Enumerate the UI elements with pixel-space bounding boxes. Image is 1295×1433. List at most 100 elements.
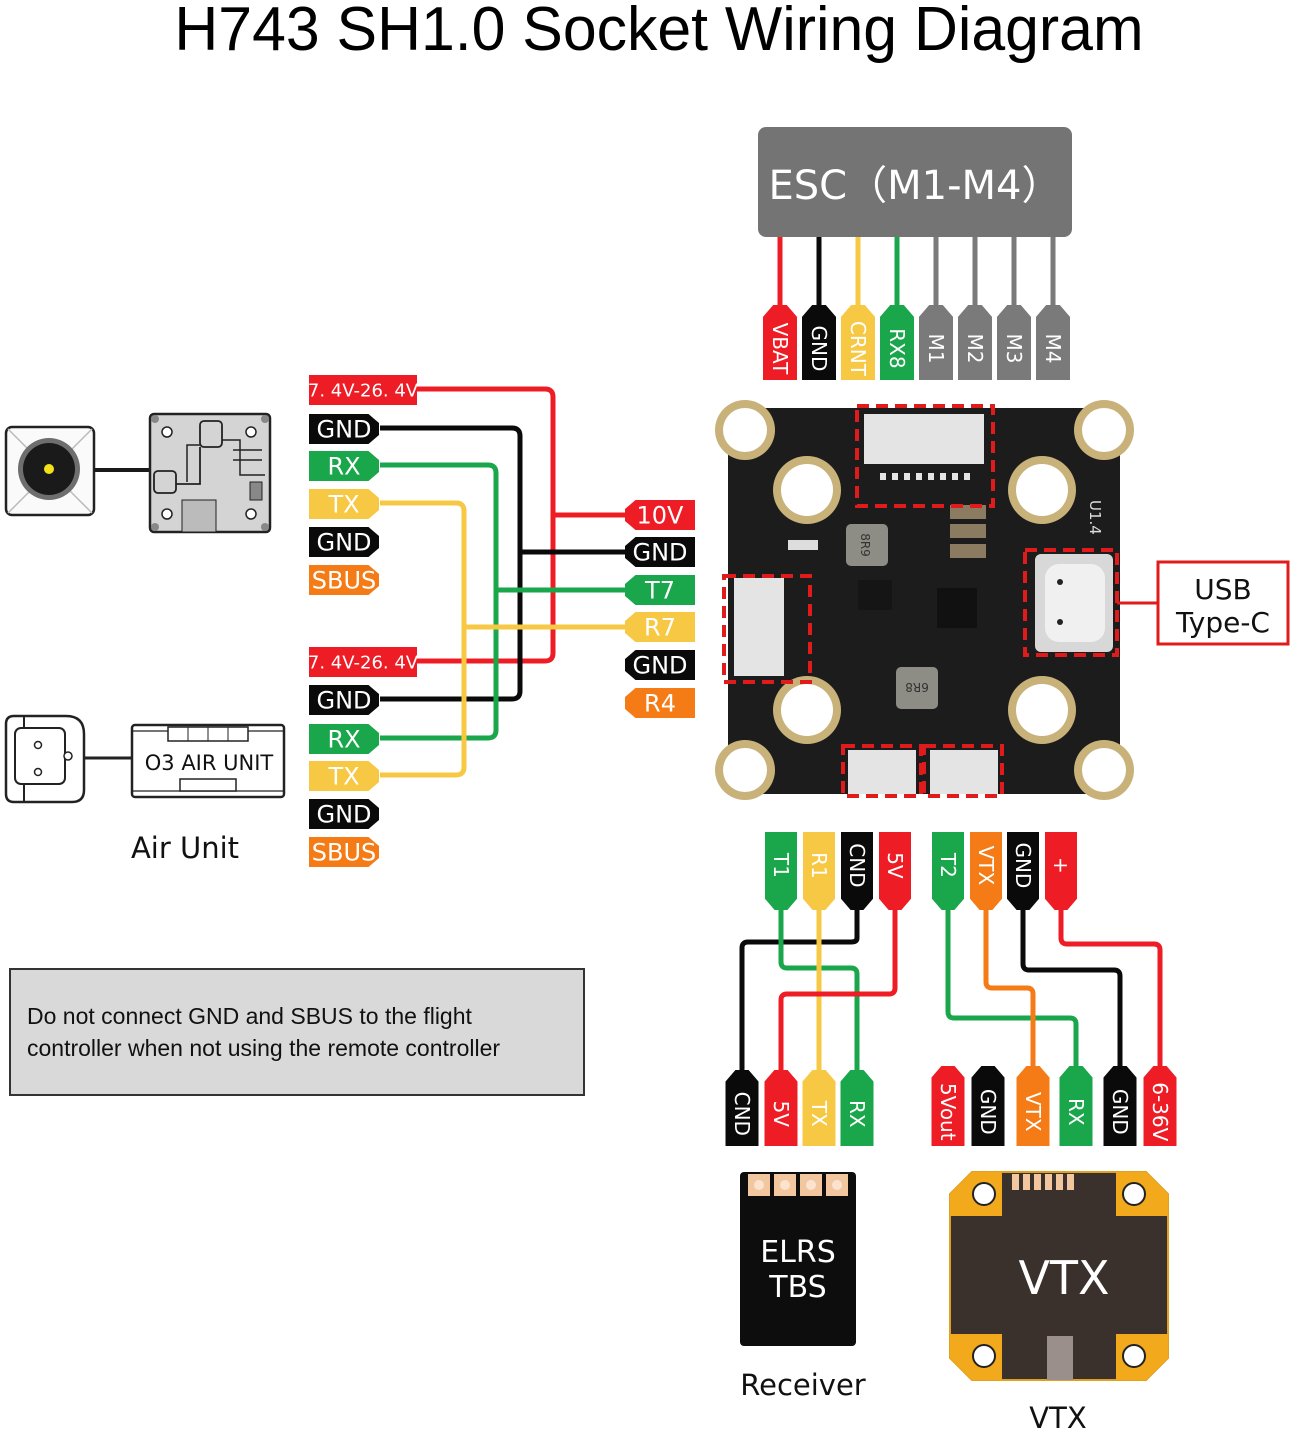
receiver-device-icon: ELRS TBS xyxy=(740,1172,856,1346)
vtx-pin-tag-3: RX xyxy=(1059,1066,1093,1146)
air-unit-pin-tag-5: SBUS xyxy=(309,837,379,867)
fc-socket-pin-tag-r7-label: R7 xyxy=(644,614,676,642)
fc-socket-pin-tag-gnd: GND xyxy=(625,650,695,680)
receiver-pin-tag-1: 5V xyxy=(764,1070,798,1146)
air-unit-pin-tag-0: 7. 4V-26. 4V xyxy=(308,647,419,677)
camera-unit-pin-tag-5-label: SBUS xyxy=(312,567,377,595)
esc-pin-tag-m4-label: M4 xyxy=(1041,333,1065,363)
esc-pin-tag-rx8-label: RX8 xyxy=(885,328,909,368)
esc-pin-tag-m2: M2 xyxy=(958,305,992,380)
vtx-device-label: VTX xyxy=(1018,1251,1109,1305)
wire-vtx-gnd xyxy=(1020,908,1123,1075)
mounting-pad-corner-tr xyxy=(1074,400,1134,460)
receiver-device-line2: TBS xyxy=(768,1270,826,1305)
camera-unit-pin-tag-0: 7. 4V-26. 4V xyxy=(308,375,419,405)
esc-socket-highlight xyxy=(855,404,995,508)
wire-air-power xyxy=(415,515,556,664)
esc-pin-tag-m3-label: M3 xyxy=(1002,333,1026,363)
warning-note-line1: Do not connect GND and SBUS to the fligh… xyxy=(27,1003,472,1029)
receiver-pin-tag-0: CND xyxy=(725,1070,759,1146)
air-unit-pin-tag-3-label: TX xyxy=(327,763,359,791)
warning-note-line2: controller when not using the remote con… xyxy=(27,1035,501,1061)
wire-vtx-power xyxy=(1058,908,1163,1075)
vtx-pin-tag-5: 6-36V xyxy=(1143,1066,1177,1146)
mcu-chip xyxy=(937,588,977,628)
esc-box xyxy=(758,127,1072,237)
receiver-socket-pin-tag-2: CND xyxy=(841,832,873,910)
mounting-pad-corner-bl xyxy=(715,740,775,800)
receiver-pin-tag-0-label: CND xyxy=(730,1092,754,1136)
vtx-socket-pin-tag-3-label: + xyxy=(1049,857,1073,874)
vtx-socket-pin-tag-3: + xyxy=(1045,832,1077,910)
wire-top-power xyxy=(415,386,640,518)
esc-pin-tag-gnd-label: GND xyxy=(807,326,831,372)
camera-unit-pin-tag-1: GND xyxy=(309,414,379,444)
fc-socket-pin-tag-10v: 10V xyxy=(625,500,695,530)
digital-vtx-module-icon xyxy=(148,412,272,534)
camera-unit-pin-tag-2: RX xyxy=(309,451,379,481)
wire-top-tx xyxy=(380,500,640,630)
wire-top-rx xyxy=(380,462,640,593)
mounting-hole-bl xyxy=(773,676,841,744)
inductor-1-label: 8R9 xyxy=(858,533,872,557)
camera-unit-pin-tag-3: TX xyxy=(309,489,379,519)
air-unit-pin-tag-0-label: 7. 4V-26. 4V xyxy=(308,652,419,673)
camera-unit-pin-tag-4: GND xyxy=(309,527,379,557)
air-unit-pin-tag-5-label: SBUS xyxy=(312,839,377,867)
air-unit-pin-tag-4-label: GND xyxy=(316,801,371,829)
vtx-pin-tag-0-label: 5Vout xyxy=(936,1083,960,1141)
camera-unit-pin-tag-4-label: GND xyxy=(316,529,371,557)
receiver-pin-tag-2: TX xyxy=(802,1070,836,1146)
vtx-pin-tag-1: GND xyxy=(971,1066,1005,1146)
mounting-pad-corner-tl xyxy=(715,400,775,460)
inductor-2-label: 6R8 xyxy=(905,680,929,694)
fc-socket-pin-tag-r7: R7 xyxy=(625,612,695,642)
receiver-device-line1: ELRS xyxy=(760,1235,836,1270)
usb-label-line2: Type-C xyxy=(1175,606,1270,639)
page-title: H743 SH1.0 Socket Wiring Diagram xyxy=(174,0,1144,64)
usb-type-c-callout: USB Type-C xyxy=(1156,560,1290,646)
receiver-socket-highlight xyxy=(841,744,923,798)
esc-label: ESC（M1-M4） xyxy=(769,163,1062,209)
esc-pin-tag-m3: M3 xyxy=(997,305,1031,380)
wire-air-gnd xyxy=(380,552,523,702)
receiver-socket-pin-tag-1: R1 xyxy=(803,832,835,910)
vtx-pin-tag-5-label: 6-36V xyxy=(1148,1082,1172,1141)
wire-rx-gnd xyxy=(739,908,860,1075)
air-unit-pin-tag-1: GND xyxy=(309,685,379,715)
receiver-pin-tag-1-label: 5V xyxy=(769,1101,793,1128)
vtx-socket-pin-tag-1: VTX xyxy=(970,832,1002,910)
receiver-caption: Receiver xyxy=(740,1368,866,1402)
receiver-pin-tag-3-label: RX xyxy=(845,1100,869,1128)
flight-controller-board: 8R9 6R8 U1.4 xyxy=(715,400,1158,800)
fc-socket-pin-tag-t7-label: T7 xyxy=(644,577,675,605)
wire-air-rx xyxy=(380,590,499,741)
vtx-socket-pin-tag-0: T2 xyxy=(932,832,964,910)
fc-socket-pin-tag-r4: R4 xyxy=(625,688,695,718)
esc-pin-tag-crnt: CRNT xyxy=(841,305,875,380)
vtx-device-icon: VTX xyxy=(949,1171,1169,1381)
wire-top-gnd xyxy=(380,425,640,555)
vtx-pin-tag-3-label: RX xyxy=(1064,1098,1088,1126)
receiver-socket-pin-tag-3: 5V xyxy=(879,832,911,910)
mounting-pad-corner-br xyxy=(1074,740,1134,800)
esc-pin-tag-vbat: VBAT xyxy=(763,305,797,380)
mounting-hole-tr xyxy=(1008,456,1076,524)
air-unit-pin-tag-1-label: GND xyxy=(316,687,371,715)
esc-pin-tag-m2-label: M2 xyxy=(963,333,987,363)
air-unit-pin-tag-2-label: RX xyxy=(327,726,360,754)
vtx-socket-pin-tag-0-label: T2 xyxy=(936,852,960,878)
camera-unit-pin-tag-1-label: GND xyxy=(316,416,371,444)
receiver-socket-pin-tag-0: T1 xyxy=(765,832,797,910)
vtx-pin-tag-0: 5Vout xyxy=(931,1066,965,1146)
side-socket-highlight xyxy=(722,574,812,684)
camera-unit-pin-tag-5: SBUS xyxy=(309,565,379,595)
mounting-hole-tl xyxy=(773,456,841,524)
air-unit-pin-tag-4: GND xyxy=(309,799,379,829)
fc-socket-pin-tag-gnd-label: GND xyxy=(632,652,687,680)
inductor-2 xyxy=(896,667,938,709)
vtx-socket-pin-tag-2: GND xyxy=(1007,832,1039,910)
wire-vtx-vtx xyxy=(983,908,1036,1075)
